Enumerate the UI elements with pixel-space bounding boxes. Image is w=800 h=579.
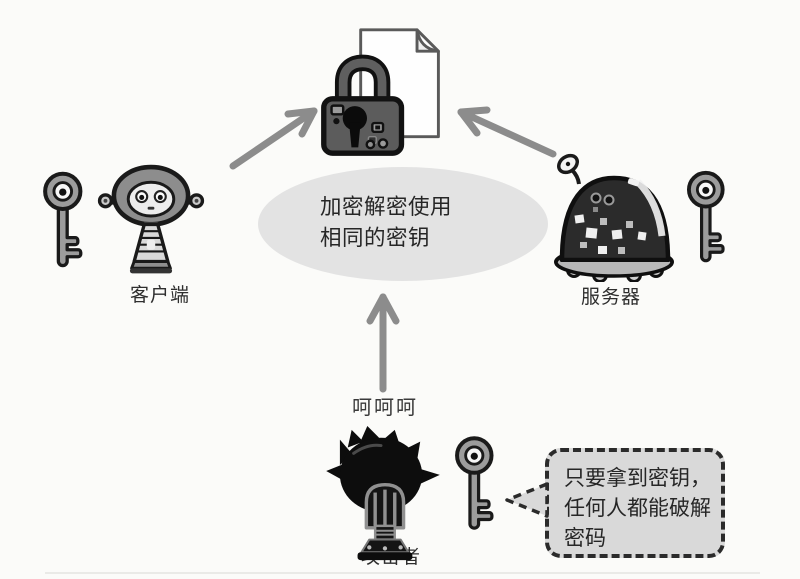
center-note-ellipse: 加密解密使用 相同的密钥: [258, 167, 548, 281]
client-key-icon: [40, 170, 87, 273]
arrow-up-left-icon: [457, 106, 557, 158]
center-note-line2: 相同的密钥: [320, 226, 431, 251]
attacker-key-icon: [455, 436, 494, 531]
attacker-laugh-text: 呵呵呵: [352, 395, 418, 419]
attacker-speech-bubble: 只要拿到密钥， 任何人都能破解 密码: [545, 448, 725, 558]
client-robot-icon: [97, 164, 205, 274]
arrow-up-right-icon: [229, 107, 318, 170]
center-note-line1: 加密解密使用: [320, 195, 453, 220]
speech-bubble-tail-icon: [505, 482, 549, 518]
speech-bubble-line2: 任何人都能破解: [564, 496, 711, 520]
server-robot-icon: [554, 153, 674, 282]
server-key-icon: [686, 170, 725, 263]
locked-document-icon: [321, 28, 440, 156]
speech-bubble-line1: 只要拿到密钥，: [564, 466, 711, 490]
page-edge-shadow: [45, 572, 760, 574]
server-label: 服务器: [580, 286, 641, 308]
speech-bubble-line3: 密码: [564, 526, 606, 550]
arrow-up-icon: [366, 293, 400, 393]
client-label: 客户端: [129, 284, 190, 306]
attacker-robot-icon: [326, 425, 440, 561]
center-note-text: 加密解密使用 相同的密钥: [320, 192, 452, 254]
speech-bubble-text: 只要拿到密钥， 任何人都能破解 密码: [549, 452, 721, 553]
